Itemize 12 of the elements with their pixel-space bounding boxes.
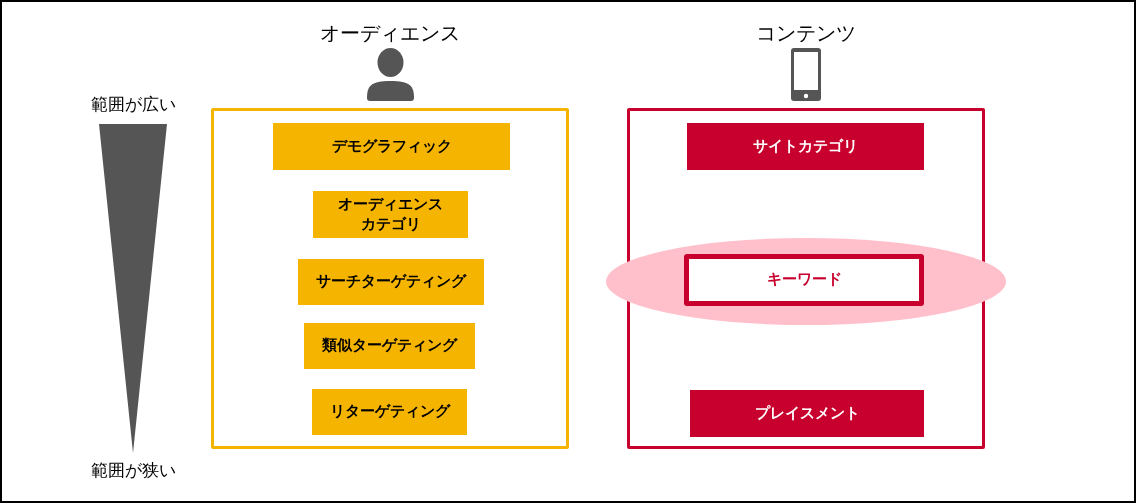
scale-label: 範囲が広い [90, 93, 176, 115]
outlined-category-box: キーワード [684, 254, 924, 306]
category-box: オーディエンスカテゴリ [313, 191, 468, 238]
category-box: サイトカテゴリ [687, 123, 924, 170]
group-heading: コンテンツ [756, 20, 856, 47]
category-box: プレイスメント [690, 390, 924, 437]
category-box: デモグラフィック [273, 123, 510, 170]
category-box: サーチターゲティング [298, 259, 484, 305]
group-heading: オーディエンス [320, 20, 460, 47]
category-box: 類似ターゲティング [304, 323, 475, 369]
category-box: リターゲティング [312, 389, 467, 435]
scale-label: 範囲が狭い [90, 459, 176, 481]
